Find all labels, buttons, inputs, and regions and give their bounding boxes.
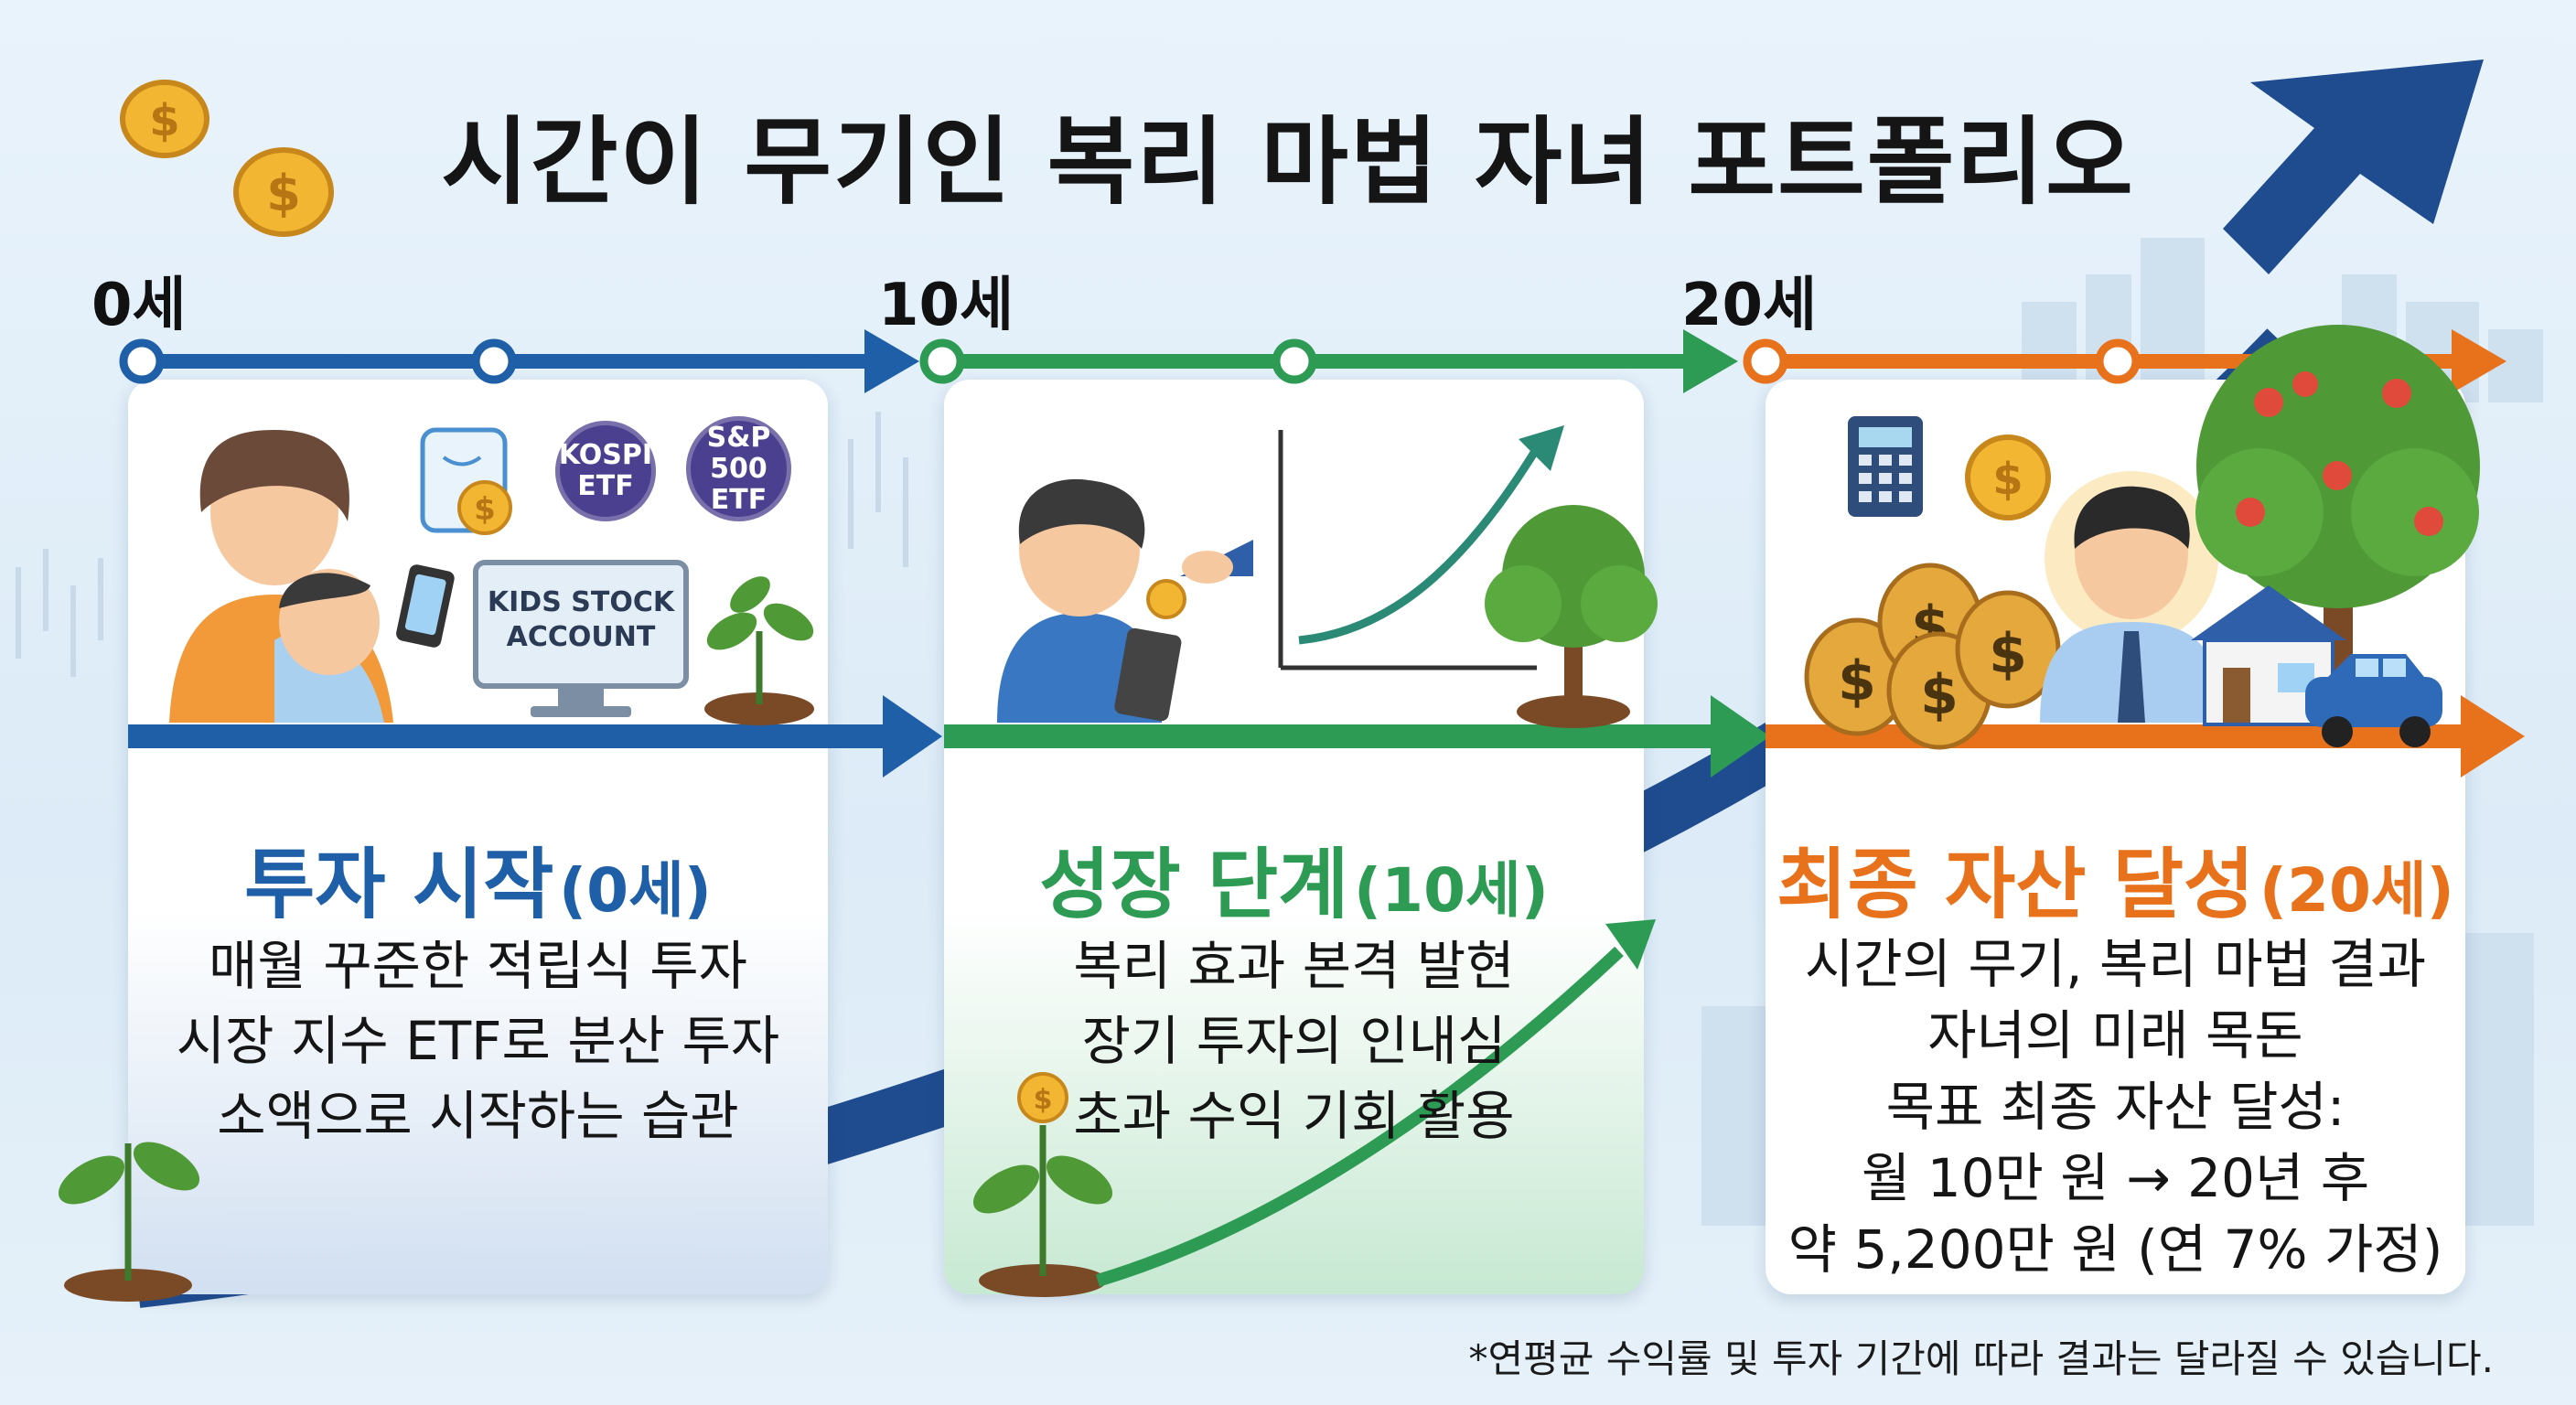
candlestick-decoration bbox=[16, 412, 908, 677]
monitor-icon bbox=[473, 560, 689, 717]
badge-line: ETF bbox=[710, 483, 767, 516]
stage-description: 복리 효과 본격 발현 장기 투자의 인내심 초과 수익 기회 활용 bbox=[1073, 935, 1515, 1147]
seedling-icon bbox=[704, 576, 814, 725]
monitor-line: KIDS STOCK bbox=[487, 586, 675, 618]
svg-text:$: $ bbox=[1920, 663, 1959, 727]
badge-line: KOSPI bbox=[558, 439, 653, 471]
stage-title: 투자 시작 (0세) bbox=[244, 840, 712, 929]
growth-arrow-head bbox=[2223, 59, 2484, 274]
kospi-etf-badge: KOSPI ETF bbox=[555, 421, 656, 521]
calculator-icon bbox=[1848, 416, 1923, 517]
timeline-node bbox=[119, 338, 165, 384]
svg-text:$: $ bbox=[1838, 649, 1876, 713]
stage-start-text: 투자 시작 (0세) 매월 꾸준한 적립식 투자 시장 지수 ETF로 분산 투… bbox=[128, 0, 828, 1294]
svg-text:$: $ bbox=[474, 491, 496, 528]
timeline-node bbox=[1743, 338, 1788, 384]
timeline-middle bbox=[128, 695, 2525, 778]
svg-text:$: $ bbox=[149, 95, 179, 146]
stage-description: 매월 꾸준한 적립식 투자 시장 지수 ETF로 분산 투자 소액으로 시작하는… bbox=[176, 935, 780, 1147]
seedling-icon bbox=[58, 1142, 200, 1302]
footnote: *연평균 수익률 및 투자 기간에 따라 결과는 달라질 수 있습니다. bbox=[1468, 1336, 2494, 1381]
stage-title: 최종 자산 달성 (20세) bbox=[1776, 840, 2454, 929]
timeline-node bbox=[1272, 338, 1317, 384]
stage-description: 시간의 무기, 복리 마법 결과 자녀의 미래 목돈 목표 최종 자산 달성: … bbox=[1787, 933, 2443, 1281]
timeline-node bbox=[919, 338, 965, 384]
svg-text:$: $ bbox=[1989, 622, 2027, 686]
coin-icon: $ bbox=[1965, 434, 2051, 520]
age-label-0: 0세 bbox=[91, 272, 187, 339]
money-bags-icon: $ $ $ $ bbox=[1804, 563, 2061, 750]
age-label-20: 20세 bbox=[1681, 272, 1817, 339]
coin-icon: $ bbox=[233, 147, 334, 237]
tree-icon bbox=[1485, 505, 1658, 728]
growth-curve bbox=[1095, 946, 1624, 1287]
boy-tablet-illustration bbox=[997, 478, 1253, 723]
page-title: 시간이 무기인 복리 마법 자녀 포트폴리오 bbox=[441, 106, 2135, 218]
svg-text:$: $ bbox=[1992, 454, 2023, 505]
mother-child-illustration bbox=[169, 430, 455, 723]
stage-growth-text: 성장 단계 (10세) 복리 효과 본격 발현 장기 투자의 인내심 초과 수익… bbox=[944, 0, 1644, 1294]
badge-line: 500 bbox=[710, 452, 767, 485]
growth-chart-icon bbox=[1278, 425, 1564, 670]
stage-title: 성장 단계 (10세) bbox=[1039, 840, 1549, 929]
badge-line: ETF bbox=[577, 470, 634, 502]
apple-tree-icon bbox=[2195, 325, 2480, 723]
monitor-screen-text: KIDS STOCK ACCOUNT bbox=[476, 585, 686, 655]
timeline-node bbox=[471, 338, 517, 384]
age-label-10: 10세 bbox=[878, 272, 1014, 339]
coin-icon: $ bbox=[120, 80, 209, 158]
monitor-line: ACCOUNT bbox=[506, 621, 656, 653]
timeline-node bbox=[2095, 338, 2141, 384]
coin-seedling-icon: $ bbox=[972, 1072, 1113, 1297]
svg-text:$: $ bbox=[266, 165, 301, 222]
badge-line: S&P bbox=[706, 421, 771, 454]
young-adult-illustration bbox=[2040, 471, 2223, 723]
sp500-etf-badge: S&P 500 ETF bbox=[686, 416, 791, 521]
house-icon bbox=[2191, 585, 2346, 726]
document-coin-icon: $ bbox=[420, 427, 512, 535]
svg-text:$: $ bbox=[1034, 1084, 1053, 1116]
car-icon bbox=[2305, 654, 2442, 747]
stage-final-text: 최종 자산 달성 (20세) 시간의 무기, 복리 마법 결과 자녀의 미래 목… bbox=[1766, 0, 2465, 1294]
